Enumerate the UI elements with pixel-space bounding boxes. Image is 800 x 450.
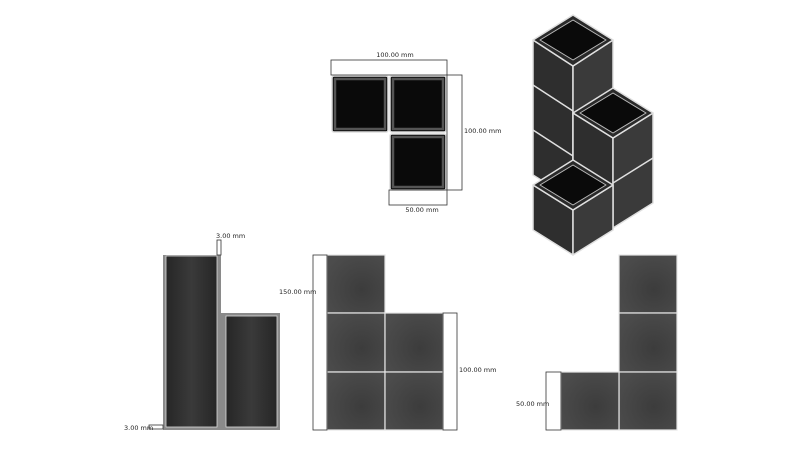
top-view: 100.00 mm 100.00 mm 50.00 mm [330,51,501,214]
front-cell [326,254,386,314]
side-cell [618,371,678,431]
front-view [326,254,444,431]
iso-column-front [532,159,614,256]
section-view: 3.00 mm 3.00 mm [124,232,280,432]
top-cell [331,75,389,133]
side-view [560,254,678,431]
dimension-front-right-label: 100.00 mm [459,366,496,374]
dimension-side-left-label: 50.00 mm [516,400,549,408]
side-cell [618,312,678,373]
dimension-bottom-label: 50.00 mm [405,206,438,214]
top-cell [389,75,447,133]
front-cell [384,371,444,431]
dimension-height-label: 100.00 mm [464,127,501,135]
dimension-height [446,74,463,191]
front-cell [326,312,386,373]
dimension-width [330,59,448,76]
dimension-front-left [312,254,328,431]
dimension-front-left-label: 150.00 mm [279,288,316,296]
dimension-front-right [442,312,458,431]
front-cell [326,371,386,431]
dimension-wall-bottom [148,424,164,430]
side-cell [618,254,678,314]
dimension-wall-bottom-label: 3.00 mm [124,424,153,432]
top-cell [389,133,447,191]
dimension-wall-top-label: 3.00 mm [216,232,245,240]
front-cell [384,312,444,373]
dimension-wall-top [216,239,222,256]
isometric-view [532,14,654,256]
dimension-side-left [545,371,562,431]
section-cavity [165,255,218,428]
dimension-bottom [388,189,448,206]
side-cell [560,371,620,431]
section-cavity [225,315,278,428]
iso-column-back [532,14,614,201]
dimension-width-label: 100.00 mm [376,51,413,59]
